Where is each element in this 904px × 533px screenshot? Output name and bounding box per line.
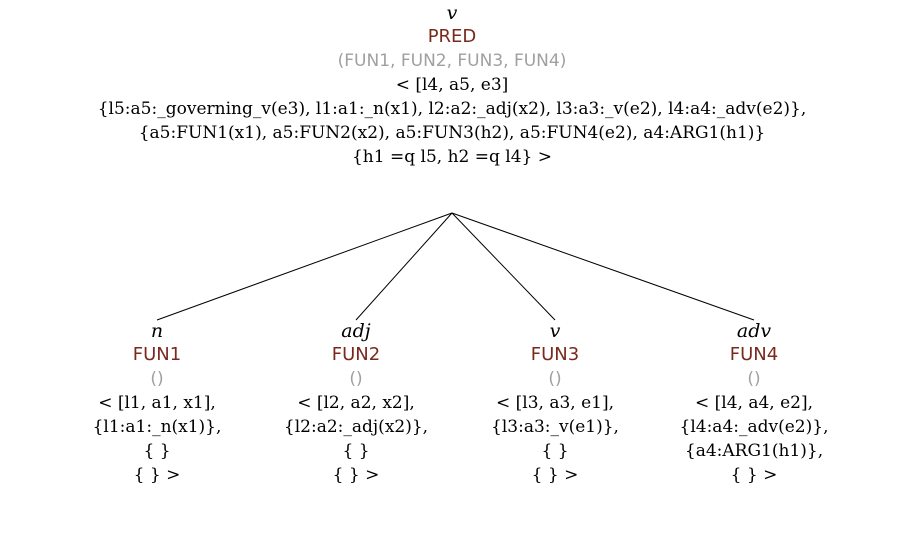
- child-sem-line-3: {a4:ARG1(h1)},: [684, 441, 824, 461]
- child-label: FUN1: [132, 344, 182, 365]
- child-args: (): [349, 369, 363, 389]
- child-category: n: [150, 320, 164, 342]
- child-sem-line-2: {l4:a4:_adv(e2)},: [679, 417, 829, 437]
- child-sem-line-3: { }: [143, 441, 171, 461]
- child-sem-line-2: {l1:a1:_n(x1)},: [92, 417, 222, 437]
- child-label: FUN3: [530, 344, 580, 365]
- child-sem-line-4: { } >: [531, 465, 579, 485]
- root-sem-line-1: < [l4, a5, e3]: [395, 75, 509, 95]
- child-node-fun4: adv FUN4 () < [l4, a4, e2], {l4:a4:_adv(…: [680, 319, 829, 487]
- child-label: FUN2: [331, 344, 381, 365]
- child-sem-line-1: < [l2, a2, x2],: [297, 393, 415, 413]
- child-sem-line-4: { } >: [332, 465, 380, 485]
- child-sem-line-3: { }: [541, 441, 569, 461]
- edge-root-fun4: [451, 212, 755, 321]
- root-category: v: [446, 2, 458, 24]
- edge-root-fun1: [156, 212, 453, 321]
- child-node-fun2: adj FUN2 () < [l2, a2, x2], {l2:a2:_adj(…: [284, 319, 428, 487]
- child-sem-line-1: < [l4, a4, e2],: [694, 393, 813, 413]
- child-sem-line-1: < [l1, a1, x1],: [98, 393, 216, 413]
- root-label: PRED: [427, 26, 477, 47]
- child-sem-line-4: { } >: [730, 465, 778, 485]
- child-category: adj: [341, 320, 371, 342]
- root-sem-line-2: {l5:a5:_governing_v(e3), l1:a1:_n(x1), l…: [97, 99, 807, 119]
- child-sem-line-4: { } >: [133, 465, 181, 485]
- edge-root-fun3: [451, 212, 556, 321]
- root-args: (FUN1, FUN2, FUN3, FUN4): [337, 51, 567, 71]
- root-sem-line-3: {a5:FUN1(x1), a5:FUN2(x2), a5:FUN3(h2), …: [138, 123, 766, 143]
- root-sem-line-4: {h1 =q l5, h2 =q l4} >: [351, 147, 552, 167]
- child-sem-line-3: { }: [342, 441, 370, 461]
- child-label: FUN4: [729, 344, 779, 365]
- child-node-fun3: v FUN3 () < [l3, a3, e1], {l3:a3:_v(e1)}…: [491, 319, 619, 487]
- child-category: adv: [736, 320, 772, 342]
- root-node: v PRED (FUN1, FUN2, FUN3, FUN4) < [l4, a…: [98, 1, 807, 169]
- child-args: (): [548, 369, 562, 389]
- edge-root-fun2: [355, 212, 453, 321]
- child-sem-line-2: {l3:a3:_v(e1)},: [491, 417, 619, 437]
- child-category: v: [549, 320, 561, 342]
- child-node-fun1: n FUN1 () < [l1, a1, x1], {l1:a1:_n(x1)}…: [93, 319, 222, 487]
- child-args: (): [150, 369, 164, 389]
- child-sem-line-1: < [l3, a3, e1],: [495, 393, 615, 413]
- child-sem-line-2: {l2:a2:_adj(x2)},: [283, 417, 429, 437]
- child-args: (): [747, 369, 761, 389]
